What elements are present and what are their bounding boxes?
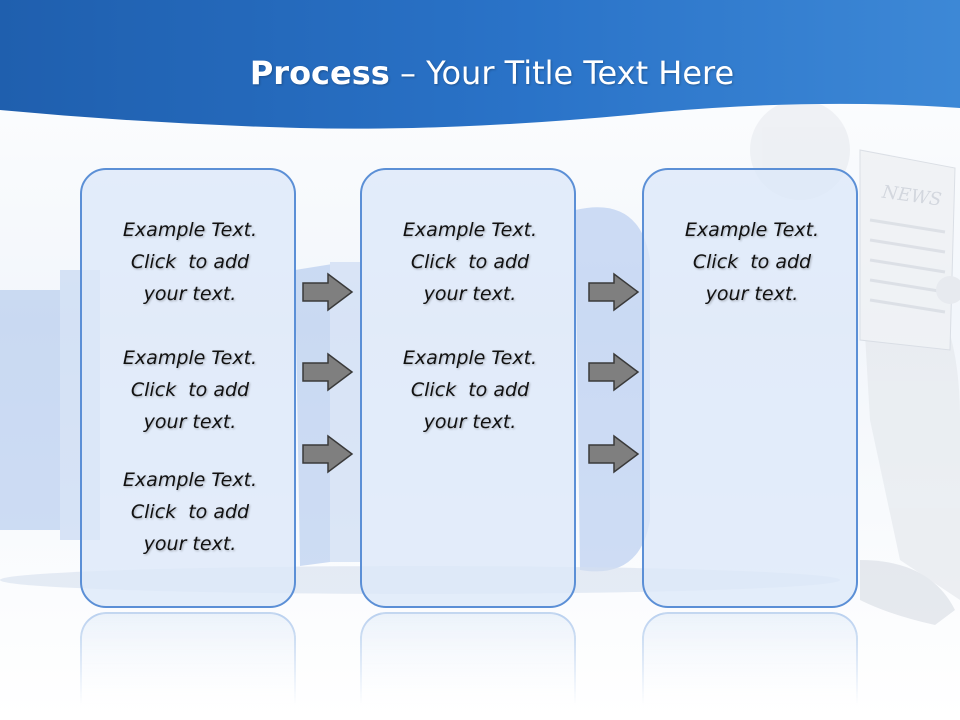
arrow-right-icon[interactable] xyxy=(302,352,354,392)
process-step-3[interactable]: Example Text. Click to add your text. xyxy=(642,168,858,608)
panel-1-reflection xyxy=(80,612,296,720)
text-block[interactable]: Example Text. Click to add your text. xyxy=(82,464,298,560)
text-line: Click to add xyxy=(130,501,250,523)
text-line: your text. xyxy=(143,283,237,305)
text-line: Click to add xyxy=(410,379,530,401)
text-block[interactable]: Example Text. Click to add your text. xyxy=(82,214,298,310)
panel-3-reflection xyxy=(642,612,858,720)
header-band xyxy=(0,0,960,129)
title-rest: – Your Title Text Here xyxy=(389,54,735,92)
process-step-2[interactable]: Example Text. Click to add your text. Ex… xyxy=(360,168,576,608)
text-block[interactable]: Example Text. Click to add your text. xyxy=(82,342,298,438)
text-line: Click to add xyxy=(410,251,530,273)
text-line: your text. xyxy=(423,411,517,433)
text-line: Click to add xyxy=(692,251,812,273)
arrow-right-icon[interactable] xyxy=(302,434,354,474)
text-line: Example Text. xyxy=(402,219,538,241)
text-line: Click to add xyxy=(130,379,250,401)
arrow-right-icon[interactable] xyxy=(588,352,640,392)
slide-title[interactable]: Process – Your Title Text Here xyxy=(0,54,960,92)
text-line: your text. xyxy=(423,283,517,305)
text-line: Example Text. xyxy=(122,469,258,491)
panel-2-reflection xyxy=(360,612,576,720)
text-line: your text. xyxy=(143,411,237,433)
text-block[interactable]: Example Text. Click to add your text. xyxy=(362,342,578,438)
text-line: Example Text. xyxy=(122,219,258,241)
arrow-right-icon[interactable] xyxy=(588,434,640,474)
title-bold: Process xyxy=(249,54,390,92)
text-line: your text. xyxy=(143,533,237,555)
text-block[interactable]: Example Text. Click to add your text. xyxy=(644,214,860,310)
text-line: Example Text. xyxy=(684,219,820,241)
text-line: your text. xyxy=(705,283,799,305)
text-line: Example Text. xyxy=(122,347,258,369)
text-line: Example Text. xyxy=(402,347,538,369)
text-block[interactable]: Example Text. Click to add your text. xyxy=(362,214,578,310)
text-line: Click to add xyxy=(130,251,250,273)
arrow-right-icon[interactable] xyxy=(302,272,354,312)
arrow-right-icon[interactable] xyxy=(588,272,640,312)
process-step-1[interactable]: Example Text. Click to add your text. Ex… xyxy=(80,168,296,608)
